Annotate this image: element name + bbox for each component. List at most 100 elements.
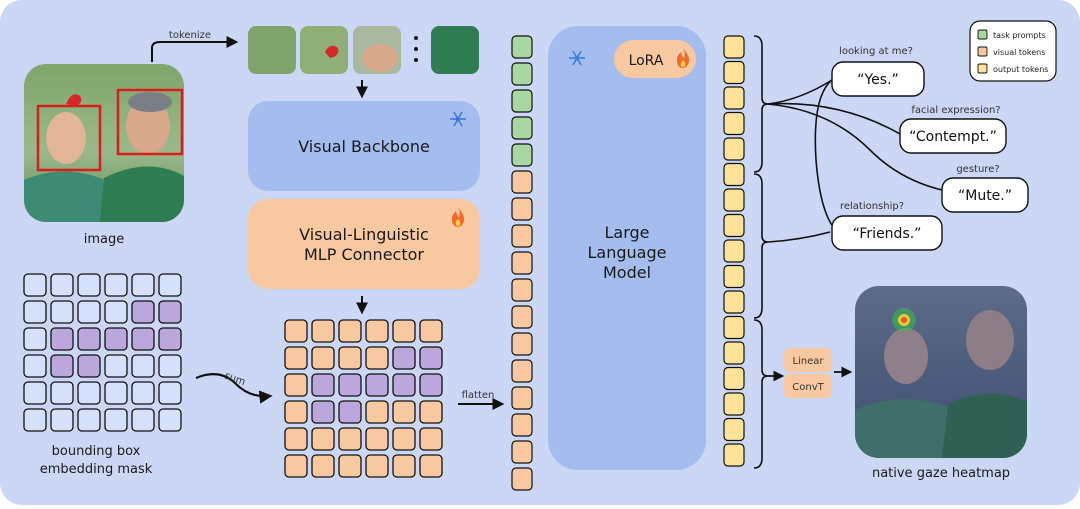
- image-patch: [431, 26, 479, 74]
- grid-cell-highlighted: [338, 373, 362, 397]
- image-patches: [248, 26, 479, 74]
- flatten-label: flatten: [462, 390, 495, 401]
- heatmap-label: native gaze heatmap: [872, 466, 1010, 481]
- output-token: [723, 264, 745, 289]
- output-token: [723, 315, 745, 340]
- question-label: relationship?: [840, 201, 904, 212]
- grid-cell: [338, 346, 362, 370]
- convt-label: ConvT: [792, 382, 824, 393]
- grid-cell-highlighted: [50, 327, 74, 351]
- output-token: [723, 290, 745, 314]
- summed-visual-token-grid: [284, 319, 443, 478]
- visual-backbone-box: [248, 101, 480, 191]
- output-token: [723, 366, 745, 391]
- grid-cell: [338, 319, 362, 343]
- task-prompt-token: [511, 35, 533, 59]
- grid-cell: [77, 381, 101, 405]
- legend-swatch: [977, 63, 988, 74]
- grid-cell: [158, 408, 182, 432]
- grid-cell-highlighted: [77, 354, 101, 378]
- legend-label: visual tokens: [993, 48, 1045, 57]
- grid-cell: [338, 454, 362, 478]
- linear-box: [784, 348, 832, 372]
- grid-cell-highlighted: [419, 373, 443, 397]
- grid-cell: [23, 273, 47, 297]
- grid-cell: [158, 381, 182, 405]
- output-token: [723, 392, 745, 416]
- grid-cell: [392, 454, 416, 478]
- image-patch: [248, 26, 296, 74]
- convt-box: [784, 374, 832, 398]
- output-token: [723, 188, 745, 212]
- output-token: [723, 213, 745, 238]
- grid-cell: [365, 427, 389, 451]
- answer-text: “Mute.”: [958, 188, 1012, 204]
- fire-icon: [451, 207, 465, 227]
- fire-icon: [676, 48, 690, 68]
- grid-cell: [23, 381, 47, 405]
- grid-cell: [284, 373, 308, 397]
- visual-token: [511, 332, 533, 356]
- bbox-mask-label-line2: embedding mask: [40, 462, 153, 477]
- grid-cell: [284, 427, 308, 451]
- question-label: facial expression?: [911, 105, 1000, 116]
- tokenize-label: tokenize: [169, 30, 211, 41]
- grid-cell: [131, 408, 155, 432]
- visual-token: [511, 386, 533, 410]
- grid-cell: [131, 354, 155, 378]
- grid-cell: [311, 427, 335, 451]
- visual-token: [511, 278, 533, 302]
- grid-cell: [77, 273, 101, 297]
- legend-swatch: [977, 29, 988, 40]
- output-token: [723, 137, 745, 161]
- grid-cell-highlighted: [158, 300, 182, 324]
- grid-cell: [50, 300, 74, 324]
- grid-cell: [365, 400, 389, 424]
- bbox-right-face: [116, 88, 184, 156]
- grid-cell: [23, 354, 47, 378]
- grid-cell-highlighted: [131, 327, 155, 351]
- legend-swatch: [977, 46, 988, 57]
- linear-label: Linear: [792, 356, 824, 367]
- grid-cell: [419, 427, 443, 451]
- tokenize-arrow: [151, 36, 239, 62]
- visual-backbone-label: Visual Backbone: [298, 137, 430, 156]
- connector-label-line1: Visual-Linguistic: [299, 225, 429, 244]
- grid-cell-highlighted: [311, 400, 335, 424]
- grid-cell: [50, 273, 74, 297]
- grid-cell-highlighted: [365, 373, 389, 397]
- grid-cell-highlighted: [158, 327, 182, 351]
- task-prompt-token: [511, 143, 533, 167]
- task-prompt-token: [511, 62, 533, 86]
- output-token: [723, 86, 745, 110]
- bbox-mask-label-line1: bounding box: [52, 444, 141, 459]
- output-token: [723, 35, 745, 59]
- llm-box: [548, 26, 706, 470]
- visual-token: [511, 224, 533, 248]
- grid-cell: [104, 354, 128, 378]
- grid-cell: [419, 319, 443, 343]
- visual-token: [511, 251, 533, 275]
- grid-cell: [23, 408, 47, 432]
- grid-cell: [23, 327, 47, 351]
- input-image: [24, 64, 184, 222]
- grid-cell: [365, 454, 389, 478]
- visual-token: [511, 467, 533, 491]
- answer-text: “Contempt.”: [909, 129, 997, 145]
- grid-cell: [131, 381, 155, 405]
- answer-text: “Friends.”: [853, 226, 922, 242]
- grid-cell: [419, 454, 443, 478]
- bbox-embedding-mask-grid: [23, 273, 182, 432]
- sum-arrow: [195, 373, 273, 404]
- visual-token: [511, 305, 533, 329]
- output-token: [723, 60, 745, 85]
- image-label: image: [84, 232, 125, 247]
- answer-bubble: [899, 118, 1007, 154]
- answer-text: “Yes.”: [857, 72, 899, 88]
- lora-label: LoRA: [629, 53, 664, 69]
- llm-label-line3: Model: [603, 263, 651, 282]
- output-token: [723, 239, 745, 263]
- grid-cell-highlighted: [104, 327, 128, 351]
- output-token: [723, 417, 745, 442]
